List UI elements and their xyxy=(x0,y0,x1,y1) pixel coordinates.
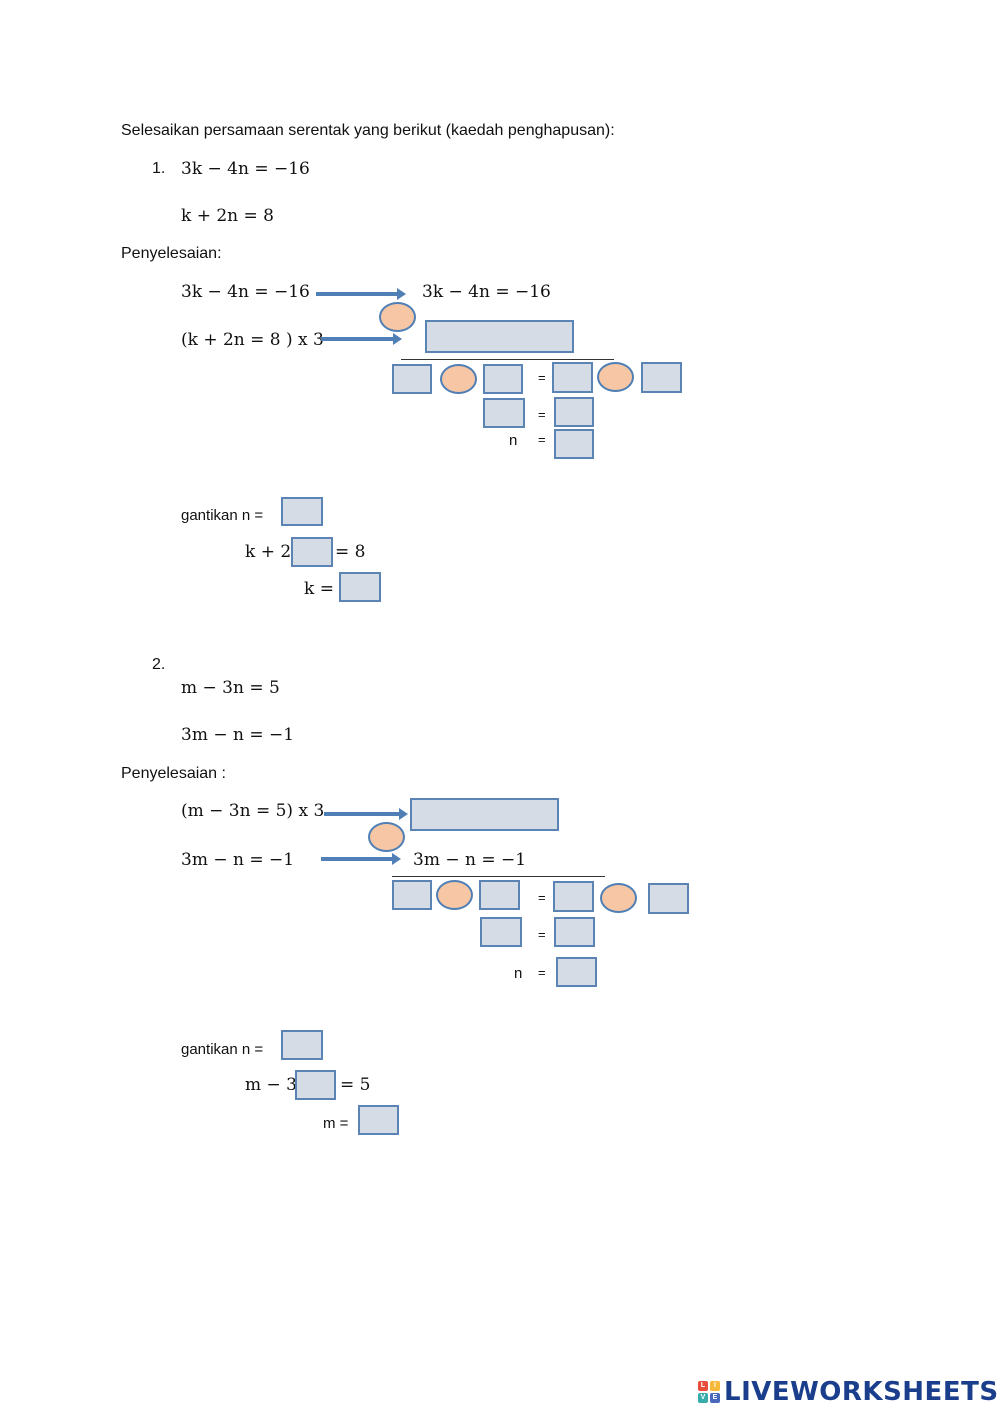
instruction-text: Selesaikan persamaan serentak yang berik… xyxy=(121,122,615,139)
q2-solution-label: Penyelesaian : xyxy=(121,765,226,782)
q2-substitute-label: gantikan n = xyxy=(181,1041,264,1058)
q2-sub-eq-prefix: m − 3 xyxy=(245,1075,297,1095)
q1-n-value-input[interactable] xyxy=(554,429,594,459)
q2-row1-operation-oval[interactable] xyxy=(436,880,473,910)
q1-result-label: k = xyxy=(304,579,334,599)
q2-n-label: n xyxy=(514,965,523,982)
q2-row2-rhs-input[interactable] xyxy=(554,917,595,947)
q1-row3-equals: = xyxy=(538,432,546,447)
q1-row1-operation-oval[interactable] xyxy=(440,364,477,394)
q2-m-value-input[interactable] xyxy=(358,1105,399,1135)
q1-k-value-input[interactable] xyxy=(339,572,381,602)
q2-row1-rhs-operation-oval[interactable] xyxy=(600,883,637,913)
q1-sub-eq-suffix: = 8 xyxy=(335,542,366,562)
q2-row1-rhs2-input[interactable] xyxy=(648,883,689,914)
q1-sub-eq-n-input[interactable] xyxy=(291,537,333,567)
q1-row1-term1-input[interactable] xyxy=(392,364,432,394)
q2-number: 2. xyxy=(152,656,166,673)
logo-letter: V xyxy=(698,1393,708,1403)
q2-row1-term1-input[interactable] xyxy=(392,880,432,910)
q1-substitute-label: gantikan n = xyxy=(181,507,264,524)
q1-operation-oval-1[interactable] xyxy=(379,302,416,332)
q2-row1-rhs1-input[interactable] xyxy=(553,881,594,912)
logo-letter: E xyxy=(710,1393,720,1403)
logo-text: LIVEWORKSHEETS xyxy=(724,1377,999,1407)
q1-row2-lhs-input[interactable] xyxy=(483,398,525,428)
q2-step-eq2-right: 3m − n = −1 xyxy=(413,850,527,870)
q2-arrow-1 xyxy=(324,808,408,820)
liveworksheets-logo: L I V E LIVEWORKSHEETS xyxy=(698,1377,999,1407)
q2-result-label: m = xyxy=(323,1115,349,1132)
q1-row1-term2-input[interactable] xyxy=(483,364,523,394)
q1-step-eq2-left: (k + 2n = 8 ) x 3 xyxy=(181,330,324,350)
q1-equation-2: k + 2n = 8 xyxy=(181,206,274,226)
q2-substitute-n-input[interactable] xyxy=(281,1030,323,1060)
logo-letter: I xyxy=(710,1381,720,1391)
q2-n-value-input[interactable] xyxy=(556,957,597,987)
q2-sub-eq-n-input[interactable] xyxy=(295,1070,336,1100)
q2-row3-equals: = xyxy=(538,965,546,980)
q2-row2-equals: = xyxy=(538,927,546,942)
q1-substitute-n-input[interactable] xyxy=(281,497,323,526)
q1-row1-rhs-operation-oval[interactable] xyxy=(597,362,634,392)
q2-operation-oval-1[interactable] xyxy=(368,822,405,852)
q2-sub-eq-suffix: = 5 xyxy=(340,1075,371,1095)
q1-arrow-1 xyxy=(316,288,406,300)
q2-row1-equals: = xyxy=(538,890,546,905)
q2-subtraction-line xyxy=(392,876,605,877)
q2-row1-term2-input[interactable] xyxy=(479,880,520,910)
q1-step-eq1-left: 3k − 4n = −16 xyxy=(181,282,310,302)
q1-row1-equals: = xyxy=(538,370,546,385)
q2-multiplied-equation-input[interactable] xyxy=(410,798,559,831)
q1-row2-equals: = xyxy=(538,407,546,422)
q1-n-label: n xyxy=(509,432,518,449)
q1-row1-rhs2-input[interactable] xyxy=(641,362,682,393)
q1-step-eq1-right: 3k − 4n = −16 xyxy=(422,282,551,302)
q2-equation-1: m − 3n = 5 xyxy=(181,678,280,698)
q1-subtraction-line xyxy=(401,359,614,360)
q2-step-eq2-left: 3m − n = −1 xyxy=(181,850,295,870)
q1-sub-eq-prefix: k + 2 xyxy=(245,542,292,562)
q1-number: 1. xyxy=(152,160,166,177)
q1-arrow-2 xyxy=(321,333,402,345)
q2-step-eq1-left: (m − 3n = 5) x 3 xyxy=(181,801,325,821)
q2-row2-lhs-input[interactable] xyxy=(480,917,522,947)
q2-equation-2: 3m − n = −1 xyxy=(181,725,295,745)
q1-row1-rhs1-input[interactable] xyxy=(552,362,593,393)
logo-letter: L xyxy=(698,1381,708,1391)
q2-arrow-2 xyxy=(321,853,401,865)
q1-solution-label: Penyelesaian: xyxy=(121,245,222,262)
logo-mark-icon: L I V E xyxy=(698,1381,720,1403)
q1-multiplied-equation-input[interactable] xyxy=(425,320,574,353)
q1-equation-1: 3k − 4n = −16 xyxy=(181,159,310,179)
q1-row2-rhs-input[interactable] xyxy=(554,397,594,427)
